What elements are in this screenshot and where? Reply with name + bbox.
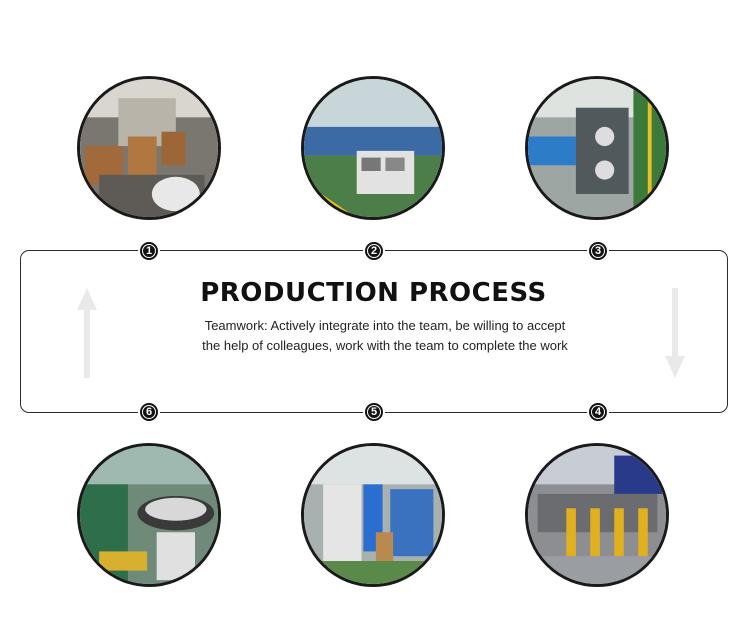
step-badge-6: 6	[140, 403, 158, 421]
page-title: PRODUCTION PROCESS	[200, 278, 547, 308]
description-text: Teamwork: Actively integrate into the te…	[202, 318, 568, 353]
step-number: 3	[591, 244, 605, 258]
step-badge-3: 3	[589, 242, 607, 260]
step-number: 6	[142, 405, 156, 419]
up-arrow-icon	[77, 288, 97, 378]
down-arrow-icon	[665, 288, 685, 378]
step-number: 5	[367, 405, 381, 419]
step-badge-4: 4	[589, 403, 607, 421]
photo-step-4	[525, 443, 669, 587]
photo-step-1	[77, 76, 221, 220]
photo-step-3	[525, 76, 669, 220]
step-badge-5: 5	[365, 403, 383, 421]
photo-step-5	[301, 443, 445, 587]
step-number: 2	[367, 244, 381, 258]
photo-step-2	[301, 76, 445, 220]
step-badge-2: 2	[365, 242, 383, 260]
step-number: 4	[591, 405, 605, 419]
step-badge-1: 1	[140, 242, 158, 260]
step-number: 1	[142, 244, 156, 258]
photo-step-6	[77, 443, 221, 587]
